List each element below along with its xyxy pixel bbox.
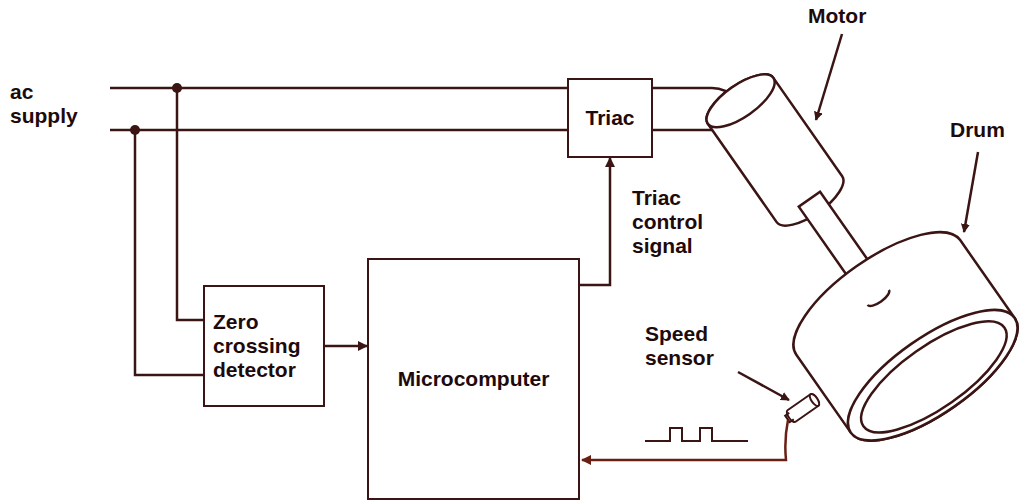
triac-box: Triac [567, 78, 653, 158]
supply-label: ac supply [10, 80, 85, 128]
junction-dot [130, 125, 140, 135]
shaft-joint [868, 290, 892, 309]
microcomputer-box: Microcomputer [367, 258, 580, 500]
detector-wire [135, 130, 203, 375]
detector-box: Zero crossing detector [203, 285, 325, 407]
leader-arrow [816, 34, 842, 120]
speed-sensor-plug [785, 413, 794, 422]
sensor-wire [582, 420, 788, 460]
drum-opening [846, 302, 1022, 451]
speed-sensor-tip [808, 393, 821, 408]
speed-sensor [785, 393, 821, 424]
drum-rim [829, 287, 1032, 464]
supply-wire [110, 129, 567, 132]
motor-end [699, 65, 783, 137]
drum-body [775, 209, 1032, 464]
signal-arrow [325, 345, 367, 348]
motor-label: Motor [808, 4, 898, 28]
signal-label: Triac control signal [632, 186, 724, 258]
junction-dot [172, 83, 182, 93]
drum-label: Drum [950, 118, 1028, 142]
leader-arrow [964, 152, 978, 232]
box-text: Zero crossing detector [213, 310, 315, 382]
pulse-waveform [645, 428, 748, 441]
box-text: Triac [575, 106, 645, 130]
leader-arrow [738, 372, 789, 400]
detector-wire [177, 88, 203, 320]
signal-arrow [580, 158, 610, 285]
box-text: Microcomputer [377, 367, 570, 391]
sensor-label: Speed sensor [645, 322, 740, 370]
